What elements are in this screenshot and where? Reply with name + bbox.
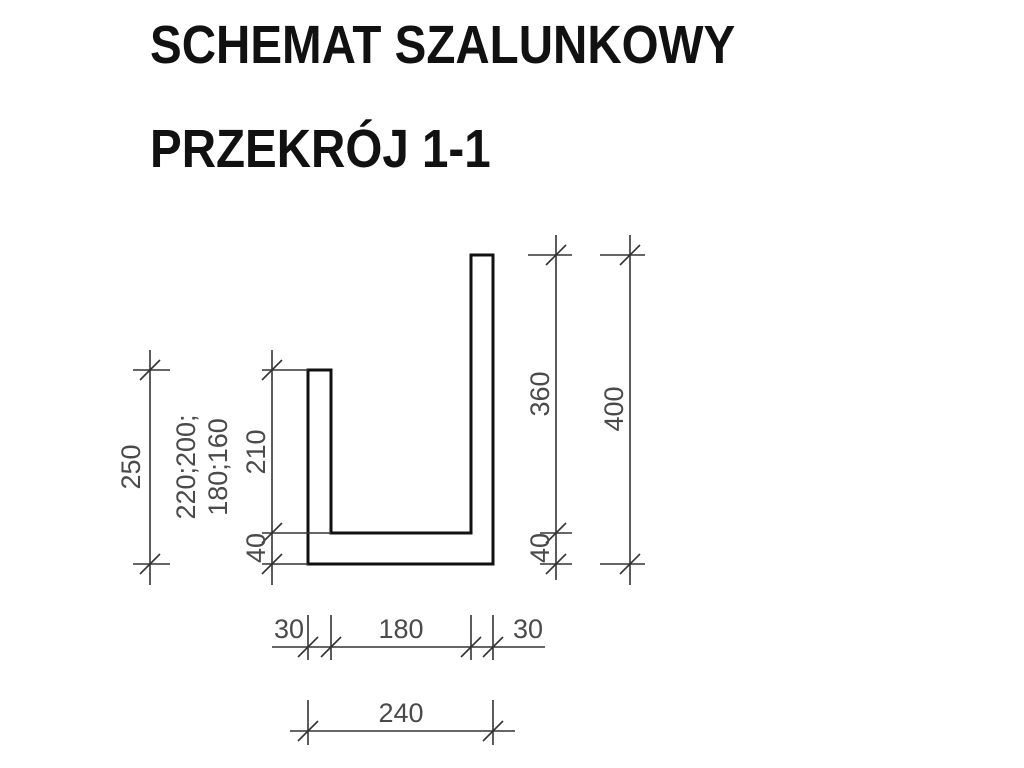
- tick-left-inner: [261, 522, 283, 544]
- tick-bottom-x4: [482, 636, 504, 658]
- tick-left-total-bottom: [139, 553, 161, 575]
- dim-label-bottom-right-wall: 30: [513, 614, 543, 644]
- drawing-title: SCHEMAT SZALUNKOWY: [150, 15, 736, 75]
- tick-bottom-x1: [297, 636, 319, 658]
- u-section-outline: [306, 253, 495, 566]
- tick-left-total-top: [139, 359, 161, 381]
- tick-bottom-total-right: [482, 720, 504, 742]
- dim-label-bottom-left-wall: 30: [274, 614, 304, 644]
- dim-label-bottom-inner: 180: [378, 614, 423, 644]
- tick-right-total-bottom: [619, 553, 641, 575]
- dim-label-left-variants-1: 220;200;: [171, 414, 201, 519]
- tick-left-wall-top: [261, 359, 283, 381]
- tick-left-bottom: [261, 553, 283, 575]
- dim-label-left-variants-2: 180;160: [203, 418, 233, 516]
- tick-bottom-total-left: [297, 720, 319, 742]
- dim-label-left-wall: 210: [241, 429, 271, 474]
- tick-bottom-x2: [320, 636, 342, 658]
- dim-label-bottom-total: 240: [378, 698, 423, 728]
- tick-bottom-x3: [460, 636, 482, 658]
- dim-label-right-base: 40: [525, 533, 555, 563]
- dim-label-right-total: 400: [599, 386, 629, 431]
- tick-right-inner: [545, 522, 567, 544]
- dim-label-left-total: 250: [116, 444, 146, 489]
- drawing-subtitle: PRZEKRÓJ 1-1: [150, 119, 491, 179]
- tick-right-top: [545, 244, 567, 266]
- dim-label-left-base: 40: [241, 533, 271, 563]
- dim-label-right-wall: 360: [525, 371, 555, 416]
- tick-right-total-top: [619, 244, 641, 266]
- tick-right-bottom: [545, 553, 567, 575]
